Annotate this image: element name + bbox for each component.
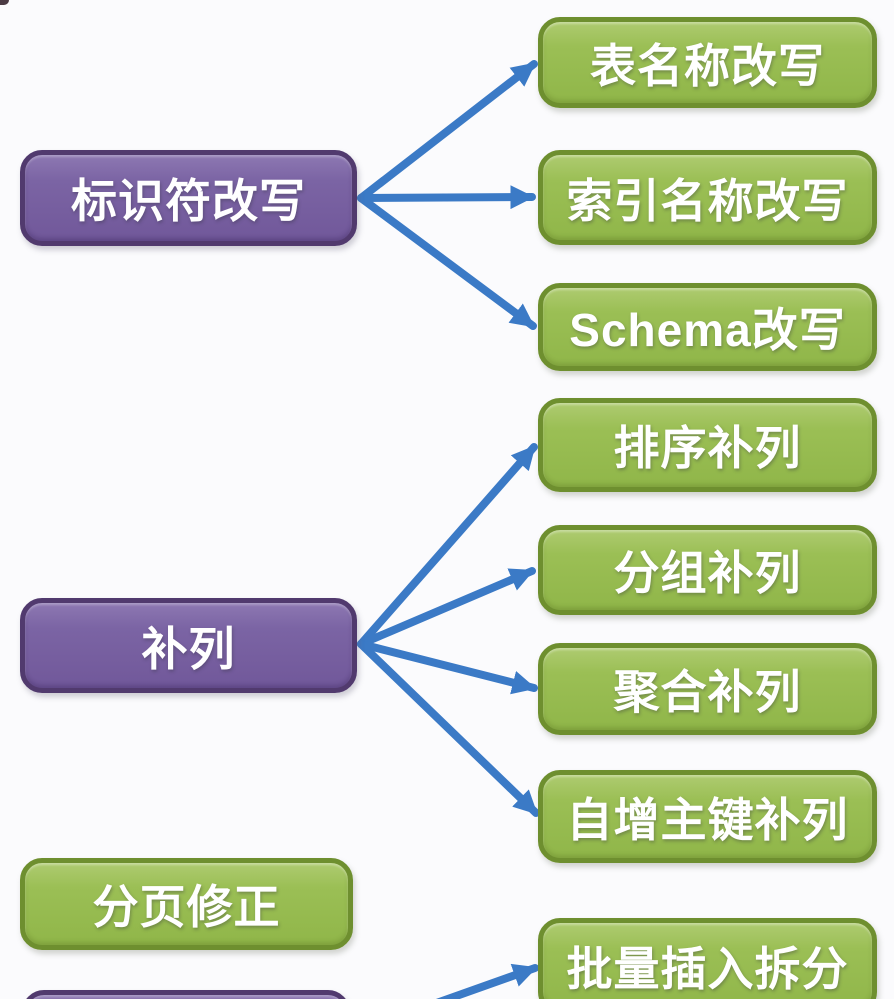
- connector-arrow-3: [357, 443, 538, 648]
- node-label-identifier-rewrite: 标识符改写: [71, 175, 306, 227]
- connector-arrow-5: [357, 640, 538, 695]
- node-label-sort-column-completion: 排序补列: [613, 422, 802, 474]
- node-sort-column-completion: 排序补列: [538, 398, 877, 492]
- node-group-column-completion: 分组补列: [538, 525, 877, 615]
- connector-arrow-1: [357, 185, 536, 210]
- node-pagination-fix: 分页修正: [20, 858, 353, 950]
- node-column-completion: 补列: [20, 598, 357, 693]
- node-label-autoincrement-pk-column-completion: 自增主键补列: [566, 793, 849, 846]
- node-label-batch-insert-split: 批量插入拆分: [566, 943, 849, 995]
- connector-arrow-7: [435, 963, 539, 999]
- node-schema-rewrite: Schema改写: [538, 283, 877, 371]
- connector-arrow-4: [357, 567, 536, 648]
- node-autoincrement-pk-column-completion: 自增主键补列: [538, 770, 877, 863]
- connector-arrow-2: [357, 194, 537, 330]
- node-label-schema-rewrite: Schema改写: [569, 304, 846, 356]
- node-label-column-completion: 补列: [141, 622, 236, 675]
- node-batch-insert-split: 批量插入拆分: [538, 918, 877, 999]
- node-table-name-rewrite: 表名称改写: [538, 17, 877, 108]
- node-label-aggregate-column-completion: 聚合补列: [613, 666, 802, 718]
- node-label-index-name-rewrite: 索引名称改写: [566, 174, 849, 227]
- connector-arrow-6: [357, 640, 540, 817]
- node-aggregate-column-completion: 聚合补列: [538, 643, 877, 735]
- corner-artifact: [0, 0, 9, 5]
- node-bottom-purple-node: [22, 990, 350, 999]
- node-label-group-column-completion: 分组补列: [613, 547, 802, 599]
- node-label-table-name-rewrite: 表名称改写: [590, 39, 825, 92]
- node-index-name-rewrite: 索引名称改写: [538, 150, 877, 245]
- node-label-pagination-fix: 分页修正: [92, 881, 281, 933]
- connector-arrow-0: [357, 60, 538, 202]
- node-identifier-rewrite: 标识符改写: [20, 150, 357, 246]
